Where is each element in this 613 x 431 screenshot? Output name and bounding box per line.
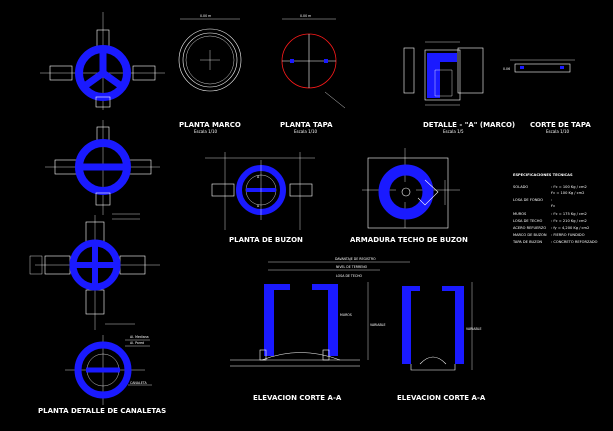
elev-top-1: DAVANTAJE DE REGISTRO <box>335 257 376 261</box>
canaleta-plan-2 <box>45 120 160 215</box>
canaleta-plan-4: Al. Mediana Al. Pared CANALETA <box>65 335 152 405</box>
spec-label-0: SOLADO <box>513 185 528 189</box>
planta-buzon: A A <box>205 152 315 230</box>
canal-label-1: Al. Mediana <box>130 335 149 339</box>
spec-label-6: ACERO REFUERZO <box>513 226 546 230</box>
planta-tapa-title: PLANTA TAPA <box>280 121 333 129</box>
armadura-techo <box>362 148 460 229</box>
spec-value-3: f'c <box>551 204 555 208</box>
planta-marco-scale: Escala 1/10 <box>194 129 218 134</box>
corte-tapa-scale: Escala 1/10 <box>546 129 570 134</box>
spec-value-2: : <box>551 198 552 202</box>
planta-detalle-title: PLANTA DETALLE DE CANALETAS <box>38 407 166 415</box>
dim-tapa: 0.00 m <box>300 14 311 18</box>
dim-marco: 0.00 m <box>200 14 211 18</box>
spec-value-5: : f'c = 210 Kg / cm2 <box>551 219 587 223</box>
elev-var: VARIABLE <box>370 323 385 327</box>
elev2-side: VARIABLE <box>466 327 481 331</box>
planta-tapa: 0.00 m <box>281 14 346 109</box>
spec-value-1: f'c = 100 Kg / cm2 <box>551 191 584 195</box>
spec-value-0: : f'c = 100 Kg / cm2 <box>551 185 587 189</box>
elevacion-1-title: ELEVACION CORTE A-A <box>253 394 342 402</box>
corte-tapa: 0.06 <box>503 59 575 73</box>
planta-marco: 0.00 m <box>178 14 242 92</box>
elevacion-1: DAVANTAJE DE REGISTRO NIVEL DE TERRENO L… <box>230 257 410 367</box>
detalle-a-scale: Escala 1/5 <box>443 129 464 134</box>
spec-label-2: LOSA DE FONDO <box>513 198 543 202</box>
corte-tapa-title: CORTE DE TAPA <box>530 121 591 129</box>
spec-value-8: : CONCRETO REFORZADO <box>551 240 598 244</box>
spec-label-8: TAPA DE BUZON <box>512 240 542 244</box>
spec-label-5: LOSA DE TECHO <box>513 219 543 223</box>
elev-side: MUROS <box>340 313 352 317</box>
planta-buzon-title: PLANTA DE BUZON <box>229 236 303 244</box>
spec-value-7: : FIERRO FUNDIDO <box>551 233 585 237</box>
detalle-a-title: DETALLE - "A" (MARCO) <box>423 121 515 129</box>
canal-note: CANALETA <box>130 381 147 385</box>
spec-value-4: : f'c = 175 Kg / cm2 <box>551 212 587 216</box>
planta-marco-title: PLANTA MARCO <box>179 121 241 129</box>
detalle-a <box>403 41 484 106</box>
spec-label-7: MARCO DE BUZON <box>513 233 547 237</box>
corte-tapa-dim: 0.06 <box>503 67 510 71</box>
canaleta-plan-3 <box>29 213 160 330</box>
planta-tapa-scale: Escala 1/10 <box>294 129 318 134</box>
elev-top-3: LOSA DE TECHO <box>336 274 363 278</box>
armadura-techo-title: ARMADURA TECHO DE BUZON <box>350 236 468 244</box>
spec-value-6: : fy = 4,200 Kg / cm2 <box>551 226 589 230</box>
elevacion-2-title: ELEVACION CORTE A-A <box>397 394 486 402</box>
specs-table: ESPECIFICACIONES TECNICAS SOLADO : f'c =… <box>512 173 598 244</box>
canal-label-2: Al. Pared <box>130 341 144 345</box>
canaleta-plan-1 <box>40 12 165 110</box>
elevacion-2: VARIABLE <box>402 282 481 371</box>
planta-buzon-a-top: A <box>257 175 260 179</box>
elev-top-2: NIVEL DE TERRENO <box>336 265 368 269</box>
specs-header: ESPECIFICACIONES TECNICAS <box>513 173 573 177</box>
planta-buzon-a-bottom: A <box>257 204 260 208</box>
spec-label-4: MUROS <box>513 212 527 216</box>
